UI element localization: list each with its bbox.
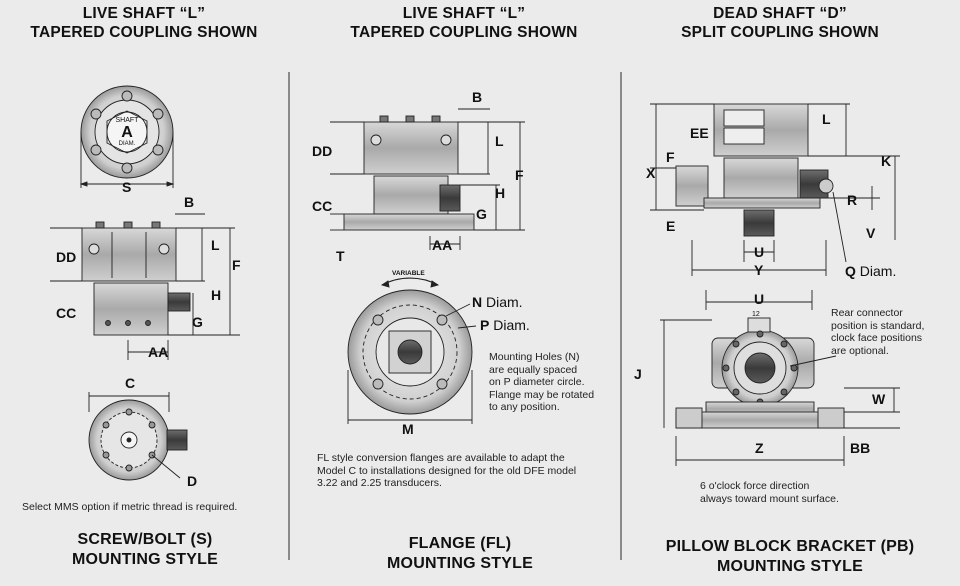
fl-note-line1: FL style conversion flanges are availabl… [317, 452, 565, 464]
variable-label: VARIABLE [392, 270, 425, 277]
footer-left: SCREW/BOLT (S) MOUNTING STYLE [40, 530, 250, 570]
footer-middle-line1: FLANGE (FL) [408, 535, 512, 552]
dim-right-u2: U [754, 291, 765, 307]
right-side-view [650, 103, 900, 276]
dim-right-u: U [754, 244, 765, 260]
mounting-note-line2: are equally spaced [489, 363, 578, 376]
q-diam-label: Q Diam. [845, 264, 896, 278]
rear-connector-note: Rear connector position is standard, clo… [831, 307, 956, 357]
dim-right-w: W [872, 391, 886, 407]
left-side-view [50, 213, 240, 360]
dim-left-h: H [211, 287, 222, 303]
header-left: LIVE SHAFT “L” TAPERED COUPLING SHOWN [20, 4, 268, 42]
rear-note-line3: clock face positions [831, 332, 923, 344]
footer-right: PILLOW BLOCK BRACKET (PB) MOUNTING STYLE [654, 537, 926, 577]
footer-middle-line2: MOUNTING STYLE [387, 555, 533, 572]
dim-left-cc: CC [56, 305, 77, 321]
dim-right-bb: BB [850, 440, 871, 456]
fl-conversion-note: FL style conversion flanges are availabl… [317, 452, 617, 490]
header-right-line2: SPLIT COUPLING SHOWN [681, 24, 879, 41]
p-letter: P [480, 317, 490, 333]
clock-12-label: 12 [752, 311, 760, 318]
dim-mid-h: H [495, 185, 506, 201]
dim-mid-f: F [515, 167, 524, 183]
header-middle-line1: LIVE SHAFT “L” [402, 5, 526, 22]
p-diam-text: Diam. [493, 317, 530, 333]
n-diam-text: Diam. [486, 294, 523, 310]
dim-mid-m: M [402, 421, 414, 437]
header-middle-line2: TAPERED COUPLING SHOWN [350, 24, 578, 41]
dim-left-c: C [125, 375, 136, 391]
dim-mid-t: T [336, 248, 345, 264]
dim-right-v: V [866, 225, 876, 241]
n-diam-label: N Diam. [472, 295, 523, 309]
dim-mid-dd: DD [312, 143, 333, 159]
header-right-line1: DEAD SHAFT “D” [713, 5, 847, 22]
fl-note-line3: 3.22 and 2.25 transducers. [317, 477, 442, 489]
fl-note-line2: Model C to installations designed for th… [317, 464, 577, 477]
header-left-line2: TAPERED COUPLING SHOWN [30, 24, 258, 41]
dim-right-f: F [666, 149, 675, 165]
force-note-line1: 6 o'clock force direction [700, 480, 810, 492]
mounting-note-line4: Flange may be rotated [489, 388, 595, 401]
mounting-note-line1: Mounting Holes (N) [489, 351, 580, 363]
dim-mid-aa: AA [432, 237, 453, 253]
rear-note-line1: Rear connector [831, 307, 903, 319]
footer-left-line1: SCREW/BOLT (S) [77, 531, 213, 548]
dim-mid-b: B [472, 89, 483, 105]
dim-mid-cc: CC [312, 198, 333, 214]
right-front-view [660, 290, 900, 466]
dim-left-l: L [211, 237, 220, 253]
dim-right-x: X [646, 165, 656, 181]
dim-left-dd: DD [56, 249, 77, 265]
mounting-note-line3: on P diameter circle. [489, 376, 585, 388]
metric-thread-note: Select MMS option if metric thread is re… [22, 501, 238, 513]
dim-right-j: J [634, 366, 642, 382]
dim-right-z: Z [755, 440, 764, 456]
middle-side-view [330, 108, 525, 250]
footer-right-line2: MOUNTING STYLE [717, 558, 863, 575]
dim-left-s: S [122, 179, 132, 195]
p-diam-label: P Diam. [480, 318, 530, 332]
dim-left-f: F [232, 257, 241, 273]
footer-middle: FLANGE (FL) MOUNTING STYLE [360, 534, 560, 574]
mounting-note-line5: to any position. [489, 401, 560, 413]
dim-right-k: K [881, 153, 892, 169]
q-diam-text: Diam. [859, 263, 897, 279]
force-note-line2: always toward mount surface. [700, 492, 839, 505]
rear-note-line4: are optional. [831, 344, 889, 357]
footer-left-line2: MOUNTING STYLE [72, 551, 218, 568]
shaft-a-label: A [121, 124, 133, 141]
header-middle: LIVE SHAFT “L” TAPERED COUPLING SHOWN [331, 4, 597, 42]
dim-mid-l: L [495, 133, 504, 149]
dim-left-aa: AA [148, 344, 169, 360]
dim-right-y: Y [754, 262, 764, 278]
dim-right-l: L [822, 111, 831, 127]
dim-right-e: E [666, 218, 676, 234]
rear-note-line2: position is standard, [831, 319, 925, 332]
force-direction-note: 6 o'clock force direction always toward … [700, 480, 900, 505]
dim-mid-g: G [476, 206, 487, 222]
left-top-view [79, 85, 175, 188]
mounting-holes-note: Mounting Holes (N) are equally spaced on… [489, 351, 619, 414]
shaft-label: SHAFT [115, 117, 139, 124]
dim-left-b: B [184, 194, 195, 210]
dim-left-g: G [192, 314, 203, 330]
n-letter: N [472, 294, 483, 310]
dim-right-ee: EE [690, 125, 709, 141]
middle-flange-view [347, 277, 477, 424]
header-left-line1: LIVE SHAFT “L” [82, 5, 206, 22]
dim-right-r: R [847, 192, 858, 208]
footer-right-line1: PILLOW BLOCK BRACKET (PB) [665, 538, 915, 555]
q-letter: Q [845, 263, 856, 279]
left-bottom-view [88, 392, 188, 481]
diam-label: DIAM. [118, 141, 136, 147]
dim-left-d: D [187, 473, 198, 489]
header-right: DEAD SHAFT “D” SPLIT COUPLING SHOWN [660, 4, 900, 42]
